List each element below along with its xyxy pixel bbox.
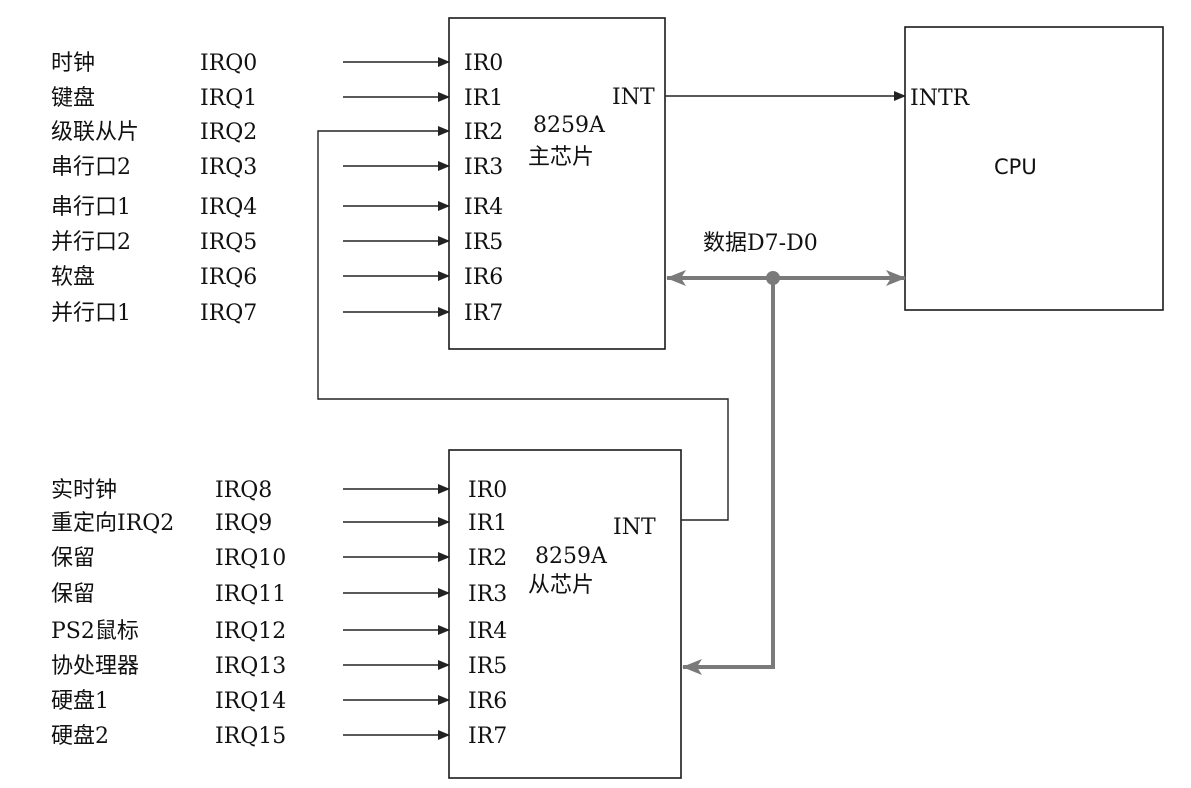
master-irq-label: IRQ1	[200, 86, 257, 111]
cascade-line	[317, 126, 729, 521]
slave-source-name: PS2鼠标	[51, 619, 139, 644]
slave-irq-label: IRQ14	[215, 689, 286, 714]
slave-pin-label: IR1	[468, 511, 507, 536]
slave-irq-label: IRQ10	[215, 546, 286, 571]
master-source-name: 时钟	[51, 51, 95, 76]
slave-pin-label: IR5	[468, 654, 507, 679]
slave-irq-label: IRQ15	[215, 724, 286, 749]
cpu-label: CPU	[994, 155, 1037, 179]
slave-pin-label: IR4	[468, 619, 507, 644]
slave-pin-label: IR6	[468, 689, 507, 714]
slave-source-name: 保留	[51, 546, 95, 571]
master-pin-label: IR7	[464, 301, 503, 326]
slave-irq-label: IRQ9	[215, 511, 272, 536]
cpu-intr-label: INTR	[910, 86, 971, 111]
master-pin-label: IR0	[464, 51, 503, 76]
master-pin-label: IR4	[464, 195, 503, 220]
slave-pin-label: IR3	[468, 582, 507, 607]
slave-source-name: 实时钟	[51, 478, 117, 503]
master-pin-label: IR1	[464, 86, 503, 111]
bus-arrow-to-slave	[682, 278, 775, 675]
slave-pin-label: IR0	[468, 478, 507, 503]
master-pin-label: IR2	[464, 120, 503, 145]
slave-8259a-box	[448, 449, 682, 779]
slave-input-arrows	[343, 484, 450, 740]
master-source-name: 串行口2	[51, 155, 131, 180]
slave-irq-label: IRQ12	[215, 619, 286, 644]
bus-label: 数据D7-D0	[703, 231, 818, 256]
master-source-name: 级联从片	[51, 120, 139, 145]
bus-junction-dot	[766, 271, 780, 285]
slave-chip-label: 8259A	[535, 544, 608, 569]
slave-irq-label: IRQ11	[215, 582, 286, 607]
master-source-name: 并行口2	[51, 230, 131, 255]
master-int-label: INT	[612, 85, 655, 110]
master-irq-label: IRQ0	[200, 51, 257, 76]
slave-int-label: INT	[613, 515, 656, 540]
slave-pin-label: IR2	[468, 546, 507, 571]
master-pin-label: IR6	[464, 265, 503, 290]
master-irq-label: IRQ2	[200, 120, 257, 145]
master-irq-label: IRQ5	[200, 230, 257, 255]
master-irq-label: IRQ4	[200, 195, 257, 220]
cpu-box	[904, 26, 1164, 311]
master-source-name: 并行口1	[51, 301, 131, 326]
master-input-arrows	[343, 57, 450, 317]
master-8259a-box	[448, 17, 666, 350]
master-irq-label: IRQ3	[200, 155, 257, 180]
slave-irq-label: IRQ8	[215, 478, 272, 503]
slave-pin-label: IR7	[468, 724, 507, 749]
master-source-name: 软盘	[51, 265, 95, 290]
slave-source-name: 协处理器	[51, 654, 139, 679]
master-source-name: 键盘	[51, 86, 95, 111]
master-pin-label: IR3	[464, 155, 503, 180]
slave-source-name: 保留	[51, 582, 95, 607]
master-irq-label: IRQ6	[200, 265, 257, 290]
slave-source-name: 硬盘1	[51, 689, 109, 714]
slave-source-name: 重定向IRQ2	[51, 511, 174, 536]
master-pin-label: IR5	[464, 230, 503, 255]
master-irq-label: IRQ7	[200, 301, 257, 326]
slave-chip-role: 从芯片	[528, 573, 594, 598]
master-chip-label: 8259A	[533, 113, 606, 138]
master-source-name: 串行口1	[51, 195, 131, 220]
slave-irq-label: IRQ13	[215, 654, 286, 679]
master-chip-role: 主芯片	[528, 145, 594, 170]
slave-source-name: 硬盘2	[51, 724, 109, 749]
